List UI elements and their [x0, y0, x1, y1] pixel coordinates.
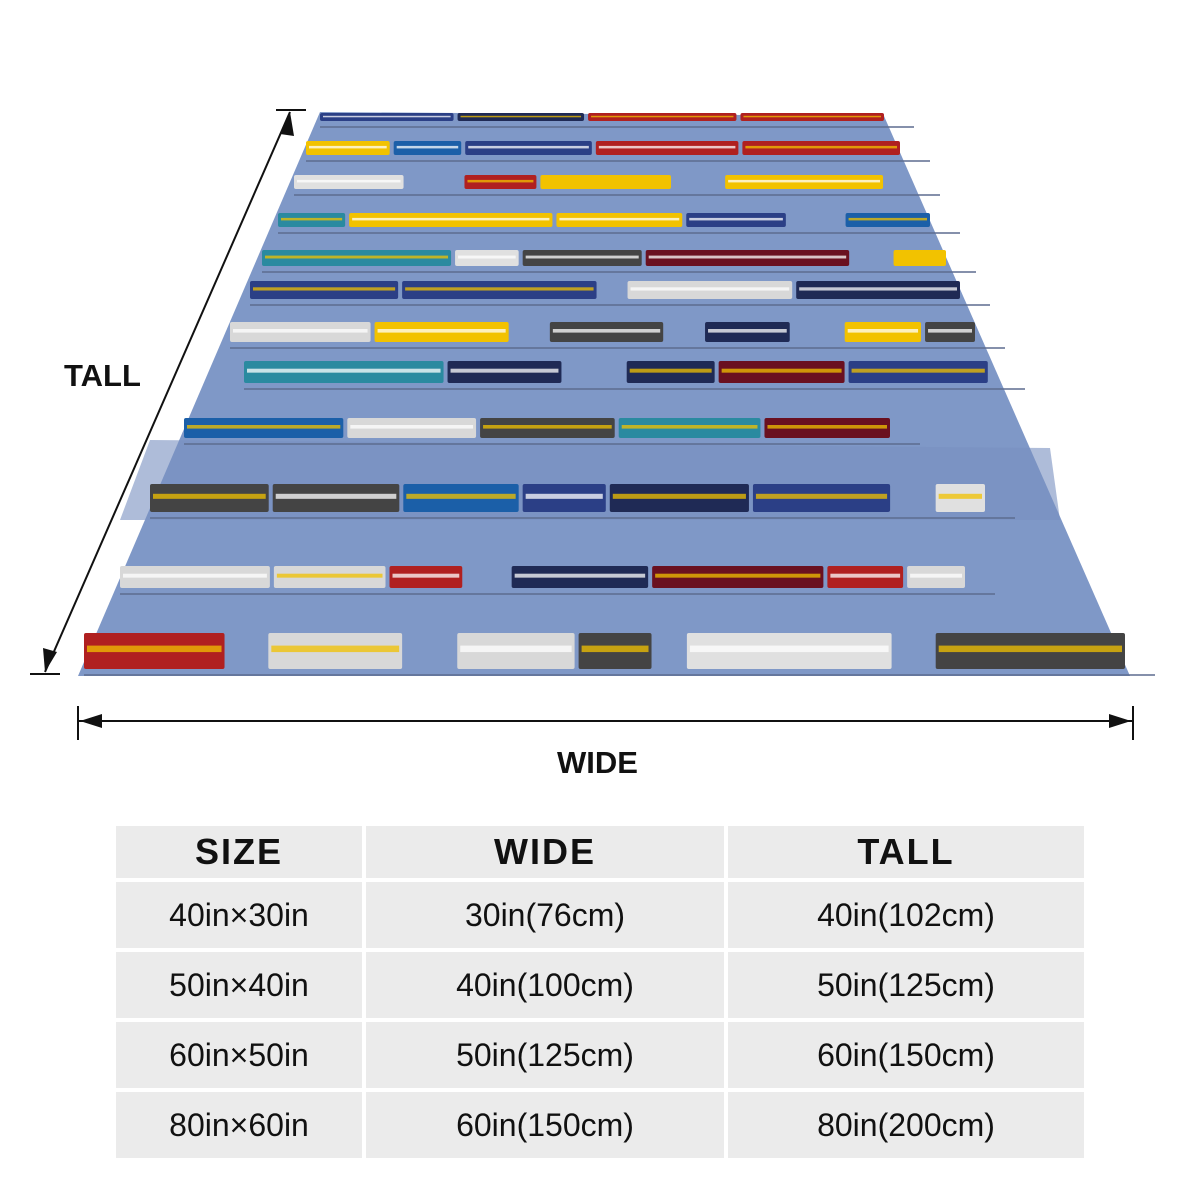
- train-car-stripe: [297, 179, 401, 183]
- train-car-stripe: [847, 329, 919, 333]
- train-car-stripe: [581, 645, 649, 653]
- blanket-fabric: [78, 112, 1130, 676]
- train-car-stripe: [728, 179, 881, 183]
- size-cell: 80in×60in: [116, 1092, 362, 1158]
- wide-dimension-arrow: [77, 706, 1134, 740]
- train-car-stripe: [460, 645, 572, 653]
- train-car-stripe: [247, 368, 441, 373]
- train-car-stripe: [350, 425, 474, 429]
- train-rows: [84, 113, 1155, 676]
- train-car-stripe: [271, 645, 400, 653]
- train-car-stripe: [648, 255, 847, 259]
- train-car-stripe: [621, 425, 758, 429]
- train-car-stripe: [275, 493, 397, 499]
- train-car-stripe: [87, 645, 222, 653]
- train-car-stripe: [483, 425, 612, 429]
- train-car-stripe: [689, 645, 889, 653]
- wide-label: WIDE: [557, 745, 638, 780]
- train-car-stripe: [591, 115, 734, 118]
- train-car-stripe: [598, 145, 736, 149]
- size-cell: 60in×50in: [116, 1022, 362, 1088]
- tall-cell: 60in(150cm): [728, 1022, 1084, 1088]
- train-car-stripe: [233, 329, 368, 333]
- train-car-stripe: [767, 425, 887, 429]
- size-cell: 40in×30in: [116, 882, 362, 948]
- tall-cell: 40in(102cm): [728, 882, 1084, 948]
- train-car-stripe: [928, 329, 972, 333]
- train-car-stripe: [799, 287, 957, 291]
- wide-column-header: WIDE: [366, 826, 724, 878]
- train-car-stripe: [123, 573, 267, 578]
- wide-cell: 40in(100cm): [366, 952, 724, 1018]
- train-car-stripe: [309, 145, 387, 149]
- train-car-stripe: [525, 493, 603, 499]
- tall-label: TALL: [64, 358, 141, 393]
- size-table-header-row: SIZE WIDE TALL: [116, 826, 1084, 878]
- train-car-stripe: [896, 255, 943, 259]
- train-car-stripe: [405, 287, 594, 291]
- train-car-stripe: [525, 255, 639, 259]
- train-car-stripe: [745, 145, 897, 149]
- tall-dimension-arrow: [30, 109, 306, 675]
- tall-cell: 50in(125cm): [728, 952, 1084, 1018]
- train-car-stripe: [467, 179, 534, 183]
- train-car-stripe: [323, 115, 451, 118]
- train-car-stripe: [612, 493, 746, 499]
- train-car-stripe: [153, 493, 266, 499]
- train-car-stripe: [281, 217, 343, 221]
- blanket-product-image: [30, 109, 1155, 740]
- train-car-stripe: [743, 115, 881, 118]
- train-car-stripe: [830, 573, 901, 578]
- train-car-stripe: [848, 217, 927, 221]
- train-car-stripe: [629, 368, 712, 373]
- size-table: SIZE WIDE TALL 40in×30in 30in(76cm) 40in…: [112, 822, 1088, 1162]
- train-car-stripe: [450, 368, 559, 373]
- train-car-stripe: [910, 573, 962, 578]
- train-car-stripe: [630, 287, 790, 291]
- train-car-stripe: [689, 217, 783, 221]
- size-cell: 50in×40in: [116, 952, 362, 1018]
- tall-cell: 80in(200cm): [728, 1092, 1084, 1158]
- train-car-stripe: [938, 493, 982, 499]
- train-car-stripe: [552, 329, 661, 333]
- train-car-stripe: [406, 493, 516, 499]
- table-row: 80in×60in 60in(150cm) 80in(200cm): [116, 1092, 1084, 1158]
- train-car-stripe: [755, 493, 888, 499]
- table-row: 40in×30in 30in(76cm) 40in(102cm): [116, 882, 1084, 948]
- train-car-stripe: [514, 573, 646, 578]
- train-car-stripe: [468, 145, 589, 149]
- train-car-stripe: [276, 573, 383, 578]
- train-car-stripe: [392, 573, 460, 578]
- train-car-stripe: [265, 255, 449, 259]
- table-row: 50in×40in 40in(100cm) 50in(125cm): [116, 952, 1084, 1018]
- wide-cell: 30in(76cm): [366, 882, 724, 948]
- train-car-stripe: [187, 425, 341, 429]
- train-car-stripe: [708, 329, 787, 333]
- train-car-stripe: [559, 217, 680, 221]
- table-row: 60in×50in 50in(125cm) 60in(150cm): [116, 1022, 1084, 1088]
- train-car-stripe: [721, 368, 842, 373]
- train-car-stripe: [655, 573, 821, 578]
- train-car-stripe: [396, 145, 459, 149]
- train-car-stripe: [458, 255, 516, 259]
- train-car-stripe: [938, 645, 1122, 653]
- train-car-stripe: [460, 115, 582, 118]
- size-column-header: SIZE: [116, 826, 362, 878]
- tall-column-header: TALL: [728, 826, 1084, 878]
- train-car-stripe: [851, 368, 985, 373]
- train-car-stripe: [377, 329, 506, 333]
- train-car-stripe: [253, 287, 396, 291]
- train-car-stripe: [543, 179, 669, 183]
- wide-cell: 50in(125cm): [366, 1022, 724, 1088]
- train-car-stripe: [352, 217, 550, 221]
- wide-cell: 60in(150cm): [366, 1092, 724, 1158]
